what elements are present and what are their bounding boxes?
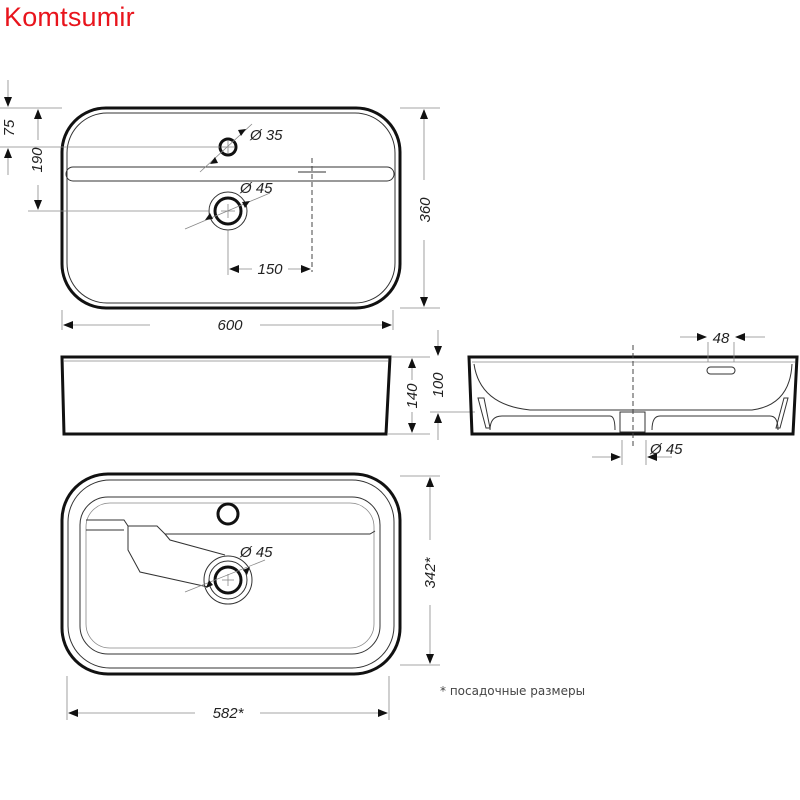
dim-inner-depth: 100	[430, 372, 447, 398]
top-view: 75 190 360 600 150 Ø 35 Ø 45	[0, 80, 440, 334]
overflow-hole-mount	[216, 502, 240, 526]
front-view: 140 100	[60, 330, 475, 440]
basin-outline-front	[60, 355, 392, 436]
dim-drain-diameter-section: Ø 45	[649, 441, 683, 458]
dim-overflow-diameter: Ø 35	[249, 127, 283, 144]
dim-height: 140	[404, 383, 421, 409]
dim-mount-width: 582*	[213, 705, 245, 722]
dim-mount-depth: 342*	[422, 556, 439, 588]
dim-depth: 360	[417, 197, 434, 223]
dim-overflow-width: 48	[713, 330, 730, 347]
basin-outline-mount	[60, 472, 402, 676]
basin-outline-top	[60, 106, 402, 310]
footnote-mounting-dimensions: * посадочные размеры	[440, 684, 585, 698]
drain-ring	[203, 555, 253, 605]
dim-drain-to-center: 150	[257, 261, 283, 278]
dim-drain-offset: 190	[29, 147, 46, 173]
shelf-ledge	[65, 166, 395, 182]
basin-section-outline	[467, 355, 799, 436]
dim-drain-diameter-top: Ø 45	[239, 180, 273, 197]
brand-logo: Komtsumir	[4, 2, 135, 32]
overflow-slot	[706, 366, 736, 375]
dim-width: 600	[217, 317, 243, 334]
drain-hole	[213, 196, 243, 226]
dim-overflow-offset: 75	[1, 119, 18, 136]
mounting-view: Ø 45 342* 582* * посадочные размеры	[60, 472, 585, 722]
side-section: 48 Ø 45	[467, 330, 799, 465]
dim-drain-diameter-mount: Ø 45	[239, 544, 273, 561]
